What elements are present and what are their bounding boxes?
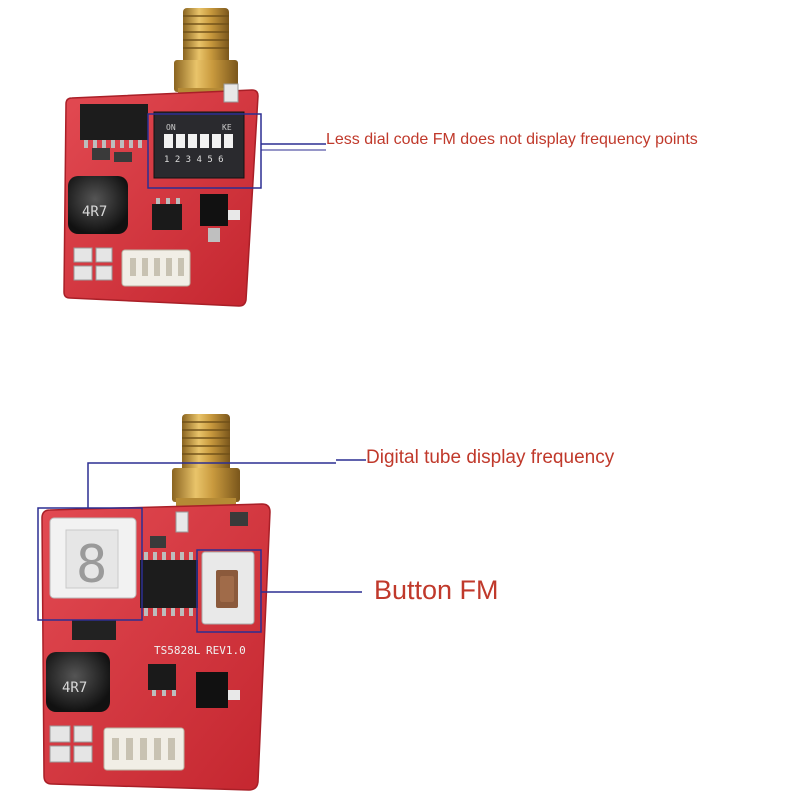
digital-tube-callout [37,459,366,621]
bottom-inductor: 4R7 [46,652,110,712]
top-ic-chip [80,104,148,140]
digital-tube-annotation: Digital tube display frequency [366,447,615,468]
bottom-ic-chip [140,560,198,608]
top-inductor-marking: 4R7 [82,204,107,220]
dip-numbers: 1 2 3 4 5 6 [164,155,224,165]
top-transmitter-board: ON KE 1 2 3 4 5 6 4R7 [63,8,259,307]
fm-push-button [201,551,255,625]
top-inductor: 4R7 [68,176,128,234]
bottom-inductor-marking: 4R7 [62,680,87,696]
button-annotation: Button FM [374,575,499,605]
dip-switch-callout [147,113,326,189]
pcb-marking: TS5828L [154,644,201,657]
dip-on-text: ON [166,123,176,132]
button-callout [196,549,362,633]
dip-switch-annotation: Less dial code FM does not display frequ… [326,131,698,148]
bottom-transmitter-board: 8 TS5828L REV1.0 [41,414,271,791]
pcb-revision: REV1.0 [206,644,246,657]
dip-ke-text: KE [222,123,232,132]
seven-segment-digit: 8 [76,535,107,595]
seven-segment-display: 8 [49,517,137,599]
dip-switch: ON KE 1 2 3 4 5 6 [153,111,245,179]
